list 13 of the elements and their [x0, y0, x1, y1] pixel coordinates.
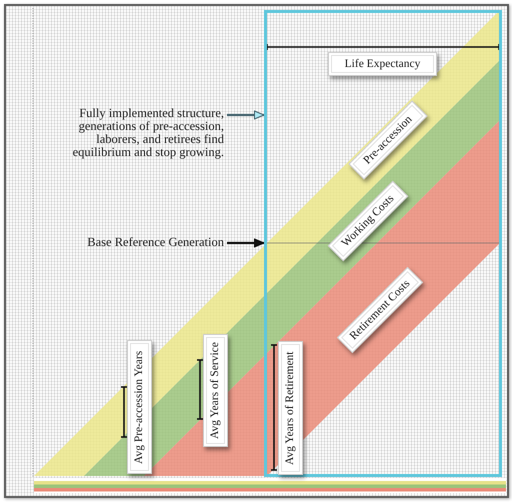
annotation-text: Base Reference Generation — [60, 236, 224, 249]
annotation-text: Fully implemented structure, generations of pre-accession, laborers, and retirees find equilibrium and stop growing. — [50, 107, 224, 159]
label-card — [278, 341, 303, 475]
card-label: Avg Years of Retirement — [284, 351, 297, 465]
card-label: Avg Pre-accession Years — [133, 350, 146, 464]
highlight-frame — [264, 10, 502, 477]
label-card — [328, 52, 437, 76]
arrow — [227, 238, 264, 248]
card-label: Avg Years of Service — [209, 342, 222, 439]
card-label: Life Expectancy — [344, 58, 420, 70]
arrow — [227, 110, 264, 120]
label-card — [127, 340, 152, 474]
label-card — [203, 334, 228, 447]
